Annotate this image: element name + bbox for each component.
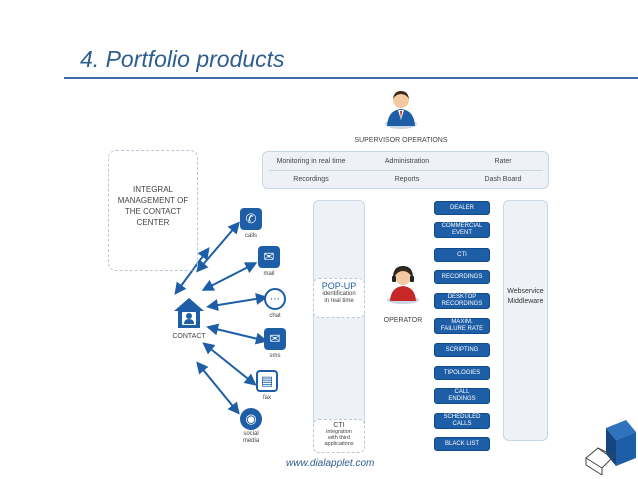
- operator-label: OPERATOR: [383, 317, 423, 324]
- fax-icon: ▤: [256, 370, 278, 392]
- operator-avatar: [386, 263, 420, 305]
- supervisor-label: SUPERVISOR OPERATIONS: [354, 137, 448, 144]
- cti-box-title: CTI: [333, 422, 345, 429]
- slide-title: 4. Portfolio products: [80, 46, 285, 72]
- popup-column: [313, 200, 365, 441]
- sup-recordings: Recordings: [293, 176, 329, 183]
- integral-management-box: INTEGRAL MANAGEMENT OF THE CONTACT CENTE…: [108, 150, 198, 271]
- arrow-calls: [196, 221, 240, 273]
- sup-dashboard: Dash Board: [484, 176, 522, 183]
- arrow-chat: [206, 293, 268, 311]
- supervisor-operations-panel: Monitoring in real time Administration R…: [262, 151, 549, 189]
- chat-icon: ⋯: [264, 288, 286, 310]
- module-tipologies: TIPOLOGIES: [434, 366, 490, 380]
- module-desktop-recordings: DESKTOP RECORDINGS: [434, 293, 490, 309]
- cti-integration-box: CTI integration with third applications: [313, 419, 365, 453]
- module-dealer: DEALER: [434, 201, 490, 215]
- module-scheduled-calls: SCHEDULED CALLS: [434, 413, 490, 429]
- channel-label-mail: mail: [263, 271, 275, 277]
- sup-monitoring: Monitoring in real time: [276, 158, 346, 165]
- arrow-fax: [202, 342, 257, 386]
- title-underline: [64, 77, 638, 79]
- webservice-label: Webservice: [507, 288, 544, 295]
- popup-text: identification in real time: [322, 291, 356, 304]
- arrow-integral: [174, 247, 210, 295]
- envelope-icon: ✉: [258, 246, 280, 268]
- footer-url: www.dialapplet.com: [286, 458, 375, 469]
- channel-label-social-media: social media: [242, 431, 260, 444]
- arrow-sms: [206, 323, 268, 345]
- module-call-endings: CALL ENDINGS: [434, 388, 490, 404]
- module-maxim-failure-rate: MAXIM. FAILURE RATE: [434, 318, 490, 334]
- module-scripting: SCRIPTING: [434, 343, 490, 357]
- sup-reports: Reports: [394, 176, 420, 183]
- channel-label-calls: calls: [244, 233, 257, 239]
- channel-label-chat: chat: [269, 313, 281, 319]
- contact-icon: [172, 296, 206, 330]
- cube-logo-icon: [584, 418, 636, 476]
- globe-icon: ◉: [240, 408, 262, 430]
- module-commercial-event: COMMERCIAL EVENT: [434, 222, 490, 238]
- phone-icon: ✆: [240, 208, 262, 230]
- supervisor-avatar: [384, 88, 418, 130]
- middleware-label: Middleware: [507, 298, 544, 305]
- module-black-list: BLACK LIST: [434, 437, 490, 451]
- module-recordings: RECORDINGS: [434, 270, 490, 284]
- channel-label-sms: sms: [269, 353, 281, 359]
- cti-box-text: integration with third applications: [324, 429, 354, 447]
- arrow-social: [196, 361, 240, 415]
- webservice-column: Webservice Middleware: [503, 200, 548, 441]
- sup-divider: [269, 170, 543, 171]
- sup-administration: Administration: [384, 158, 430, 165]
- popup-box: POP-UP identification in real time: [313, 278, 365, 318]
- module-cti: CTI: [434, 248, 490, 262]
- arrow-mail: [201, 262, 258, 291]
- sms-icon: ✉: [264, 328, 286, 350]
- channel-label-fax: fax: [262, 395, 271, 401]
- popup-title: POP-UP: [321, 281, 357, 291]
- contact-label: CONTACT: [172, 333, 206, 340]
- sup-rater: Rater: [494, 158, 512, 165]
- integral-management-text: INTEGRAL MANAGEMENT OF THE CONTACT CENTE…: [117, 185, 189, 227]
